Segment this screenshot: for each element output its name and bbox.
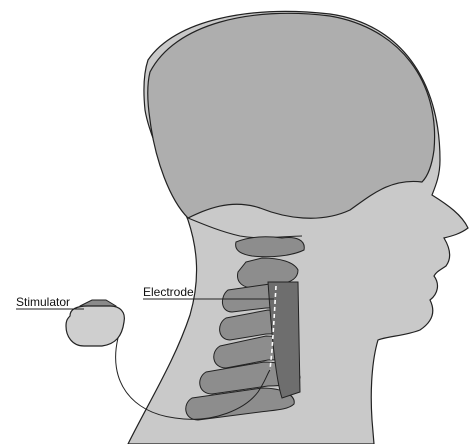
stimulator-label: Stimulator <box>16 295 70 309</box>
electrode-label: Electrode <box>143 285 194 299</box>
skull-base <box>236 237 305 257</box>
stimulator-body <box>66 306 124 346</box>
stimulator-icon <box>66 300 124 346</box>
